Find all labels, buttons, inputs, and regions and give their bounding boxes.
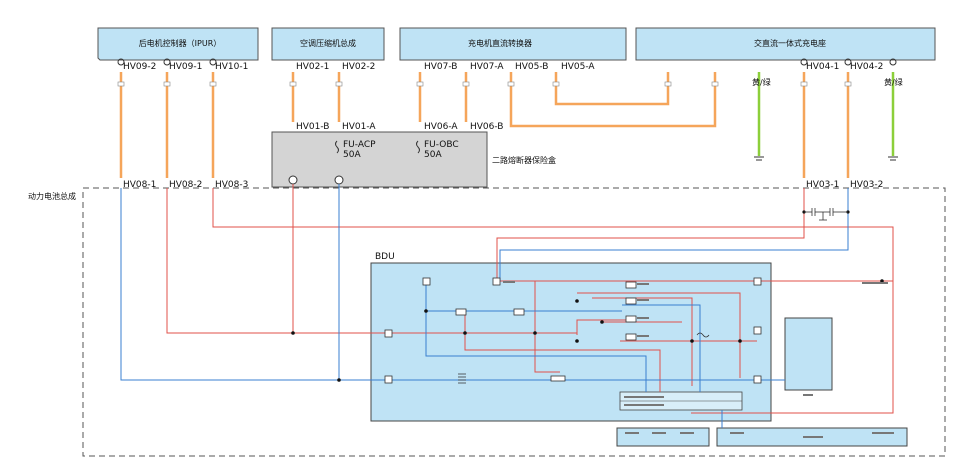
fuse-box-title: 二路熔断器保险盒 [492, 155, 556, 165]
charge-socket-title: 交直流一体式充电座 [754, 38, 826, 48]
bdu-terminal-icons [384, 277, 762, 384]
fuse-icon [335, 140, 420, 154]
connector-hv07-a: HV07-A [470, 62, 504, 72]
fuse-acp-rating: 50A [343, 150, 361, 160]
motor-controller-box: 后电机控制器（IPUR） [97, 27, 259, 61]
connector-hv08-2: HV08-2 [169, 180, 202, 190]
connector-hv03-2: HV03-2 [850, 180, 883, 190]
bdu-coil-icon [458, 332, 710, 384]
battery-pack-title: 动力电池总成 [28, 191, 76, 201]
connector-hv09-1: HV09-1 [169, 62, 202, 72]
csu-box [784, 317, 833, 391]
battery-pack-outline [82, 187, 946, 457]
fuse-obc-rating: 50A [424, 150, 442, 160]
connector-hv03-1: HV03-1 [806, 180, 839, 190]
capacitor-icon [804, 208, 848, 221]
connector-hv06-a: HV06-A [424, 122, 458, 132]
connector-hv02-1: HV02-1 [296, 62, 329, 72]
tiny-label-marks [503, 281, 894, 438]
wire-tags [117, 81, 852, 87]
connector-hv01-a: HV01-A [342, 122, 376, 132]
fuse-acp-name: FU-ACP [343, 140, 376, 150]
connector-hv08-1: HV08-1 [123, 180, 156, 190]
junction-dots [291, 210, 884, 382]
connector-hv05-a: HV05-A [561, 62, 595, 72]
bottom-module-left [616, 427, 710, 447]
bdu-title: BDU [375, 252, 395, 262]
connector-hv08-3: HV08-3 [215, 180, 248, 190]
ground-wires [757, 72, 895, 156]
connector-hv10-1: HV10-1 [215, 62, 248, 72]
connector-hv06-b: HV06-B [470, 122, 503, 132]
connector-hv02-2: HV02-2 [342, 62, 375, 72]
connector-hv04-2: HV04-2 [850, 62, 883, 72]
ac-compressor-title: 空调压缩机总成 [300, 38, 356, 48]
dcdc-title: 充电机直流转换器 [468, 38, 532, 48]
fuse-box [271, 131, 488, 188]
connector-hv04-1: HV04-1 [806, 62, 839, 72]
ground-icon [754, 156, 898, 161]
dcdc-box: 充电机直流转换器 [399, 27, 627, 61]
charge-socket-box: 交直流一体式充电座 [635, 27, 936, 61]
connector-hv05-b: HV05-B [515, 62, 548, 72]
connector-hv09-2: HV09-2 [123, 62, 156, 72]
fuse-box-output-icon [288, 175, 344, 185]
connector-hv01-b: HV01-B [296, 122, 329, 132]
fuse-obc-name: FU-OBC [424, 140, 459, 150]
header-connectors [117, 58, 897, 66]
motor-controller-title: 后电机控制器（IPUR） [139, 38, 222, 48]
ac-compressor-box: 空调压缩机总成 [271, 27, 385, 61]
ground-label-left: 黄/绿 [752, 77, 771, 87]
ground-label-right: 黄/绿 [884, 77, 903, 87]
red-wiring [166, 184, 894, 414]
orange-cables [119, 72, 850, 178]
connector-hv07-b: HV07-B [424, 62, 457, 72]
